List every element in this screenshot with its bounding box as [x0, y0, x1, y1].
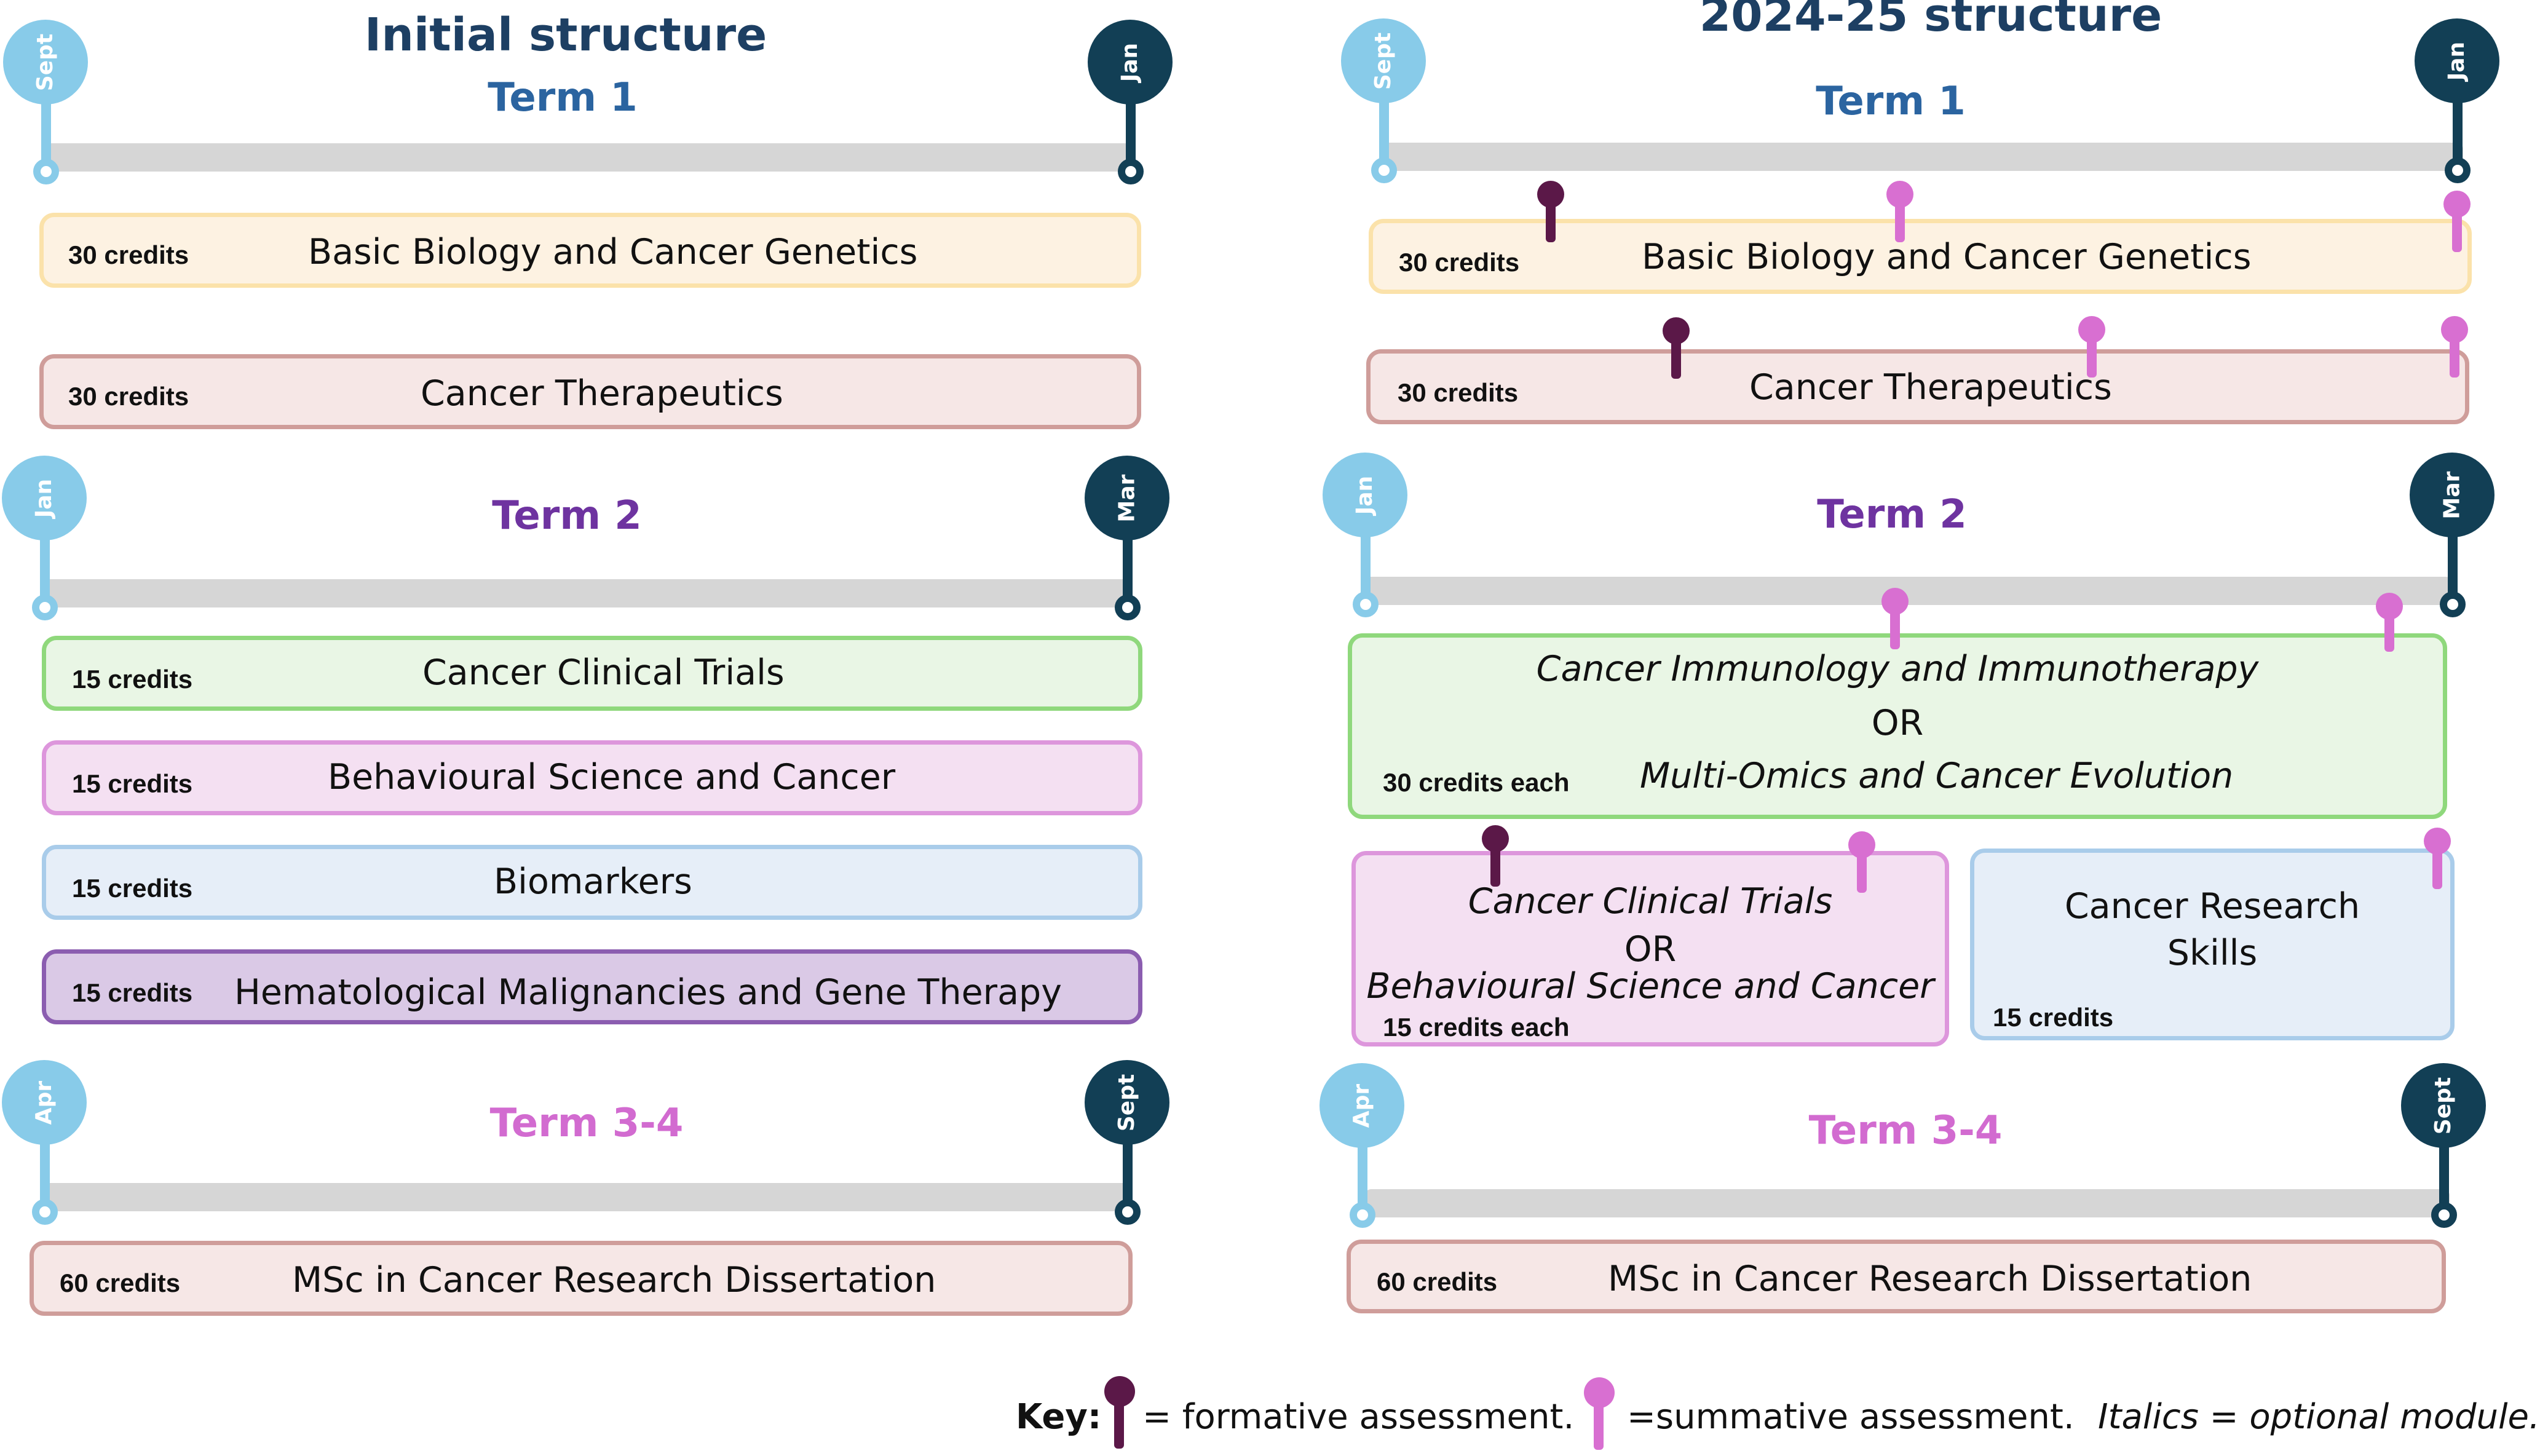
module-name: Basic Biology and Cancer Genetics	[308, 232, 918, 272]
optional-module-behavioural-science: Behavioural Science and Cancer	[1366, 966, 1934, 1007]
module-name: Biomarkers	[494, 861, 692, 902]
module-name-line1: Cancer Research	[2064, 886, 2360, 927]
module-credits: 15 credits	[72, 769, 193, 798]
optional-module-immunology: Cancer Immunology and Immunotherapy	[1536, 649, 2259, 689]
right-term3-end-label: Sept	[2431, 1077, 2456, 1134]
legend-summative-text: =summative assessment.	[1627, 1397, 2075, 1437]
right-term2-title: Term 2	[1817, 492, 1967, 537]
left-module-cancer-therapeutics: 30 credits Cancer Therapeutics	[39, 354, 1141, 429]
right-term3-start-label: Apr	[1349, 1083, 1375, 1128]
left-module-behavioural-science: 15 credits Behavioural Science and Cance…	[42, 740, 1142, 815]
summative-assessment-marker	[2078, 316, 2105, 378]
left-term1-start-label: Sept	[33, 33, 58, 91]
left-term2-start-label: Jan	[31, 478, 57, 518]
module-credits: 60 credits	[60, 1268, 181, 1297]
module-credits: 30 credits	[68, 382, 189, 411]
module-credits: 30 credits	[1399, 248, 1520, 277]
summative-assessment-marker	[2376, 593, 2403, 654]
module-name: Cancer Therapeutics	[1749, 367, 2112, 408]
left-module-biomarkers: 15 credits Biomarkers	[42, 845, 1142, 920]
right-module-research-skills: Cancer Research Skills 15 credits	[1970, 849, 2455, 1040]
right-term1-end-label: Jan	[2444, 41, 2470, 81]
right-term1-start-pin: Sept	[1340, 18, 1426, 183]
module-name: Cancer Therapeutics	[421, 373, 783, 414]
module-name: MSc in Cancer Research Dissertation	[292, 1260, 936, 1300]
left-term2-timeline	[43, 579, 1131, 607]
summative-assessment-marker	[1886, 181, 1913, 242]
right-term3-start-pin: Apr	[1319, 1063, 1405, 1228]
summative-assessment-marker	[1881, 588, 1909, 649]
module-name: MSc in Cancer Research Dissertation	[1608, 1259, 2252, 1299]
right-term1-start-label: Sept	[1371, 32, 1396, 90]
left-term1-timeline	[43, 143, 1131, 172]
right-structure-title: 2024-25 structure	[1699, 0, 2162, 42]
module-name: Cancer Clinical Trials	[422, 652, 785, 693]
left-module-clinical-trials: 15 credits Cancer Clinical Trials	[42, 636, 1142, 711]
right-term3-timeline	[1365, 1189, 2450, 1217]
left-term2-end-pin: Mar	[1084, 456, 1170, 620]
or-label: OR	[1624, 929, 1677, 970]
summative-assessment-marker	[1584, 1377, 1615, 1451]
optional-module-multi-omics: Multi-Omics and Cancer Evolution	[1640, 756, 2234, 796]
module-credits: 15 credits	[72, 874, 193, 903]
right-module-basic-biology: 30 credits Basic Biology and Cancer Gene…	[1369, 219, 2472, 294]
right-term1-title: Term 1	[1816, 79, 1966, 124]
left-term2-title: Term 2	[492, 493, 642, 539]
right-module-dissertation: 60 credits MSc in Cancer Research Disser…	[1347, 1240, 2446, 1313]
module-credits: 30 credits	[1398, 378, 1519, 407]
right-term2-start-pin: Jan	[1322, 453, 1408, 617]
left-term1-title: Term 1	[488, 75, 638, 121]
module-credits: 15 credits	[72, 665, 193, 694]
left-term3-timeline	[43, 1183, 1131, 1211]
left-structure-title: Initial structure	[364, 9, 767, 61]
or-label: OR	[1871, 703, 1924, 743]
left-term1-end-label: Jan	[1117, 42, 1143, 82]
left-term2-start-pin: Jan	[1, 456, 87, 620]
left-module-hematological: 15 credits Hematological Malignancies an…	[42, 949, 1142, 1024]
module-credits: 30 credits	[68, 240, 189, 269]
right-module-optional-15-credit: Cancer Clinical Trials OR Behavioural Sc…	[1351, 851, 1949, 1046]
summative-assessment-marker	[2441, 316, 2468, 378]
left-term3-end-label: Sept	[1114, 1074, 1140, 1131]
legend-key-label: Key:	[1016, 1397, 1102, 1437]
formative-assessment-marker	[1482, 825, 1509, 887]
legend-formative-text: = formative assessment.	[1142, 1397, 1575, 1437]
left-module-dissertation: 60 credits MSc in Cancer Research Disser…	[30, 1241, 1133, 1316]
formative-assessment-marker	[1663, 317, 1690, 379]
summative-assessment-marker	[1848, 831, 1875, 893]
left-term3-title: Term 3-4	[489, 1101, 684, 1146]
left-term1-start-pin: Sept	[2, 20, 89, 184]
module-name: Basic Biology and Cancer Genetics	[1642, 237, 2252, 277]
left-term3-start-pin: Apr	[1, 1060, 87, 1225]
module-credits: 60 credits	[1377, 1267, 1498, 1296]
right-term1-timeline	[1381, 143, 2463, 171]
right-term2-end-pin: Mar	[2409, 453, 2495, 617]
left-module-basic-biology: 30 credits Basic Biology and Cancer Gene…	[39, 213, 1141, 288]
formative-assessment-marker	[1104, 1376, 1135, 1450]
right-module-optional-30-credit: Cancer Immunology and Immunotherapy OR M…	[1348, 633, 2447, 819]
module-credits: 15 credits	[72, 978, 193, 1007]
module-credits: 15 credits each	[1383, 1013, 1570, 1042]
module-name-line2: Skills	[2167, 933, 2258, 973]
summative-assessment-marker	[2424, 828, 2451, 889]
module-credits: 15 credits	[1993, 1003, 2114, 1032]
left-term3-start-label: Apr	[31, 1080, 57, 1125]
legend-italics-text: Italics = optional module.	[2098, 1397, 2540, 1437]
right-term2-end-label: Mar	[2439, 471, 2465, 519]
summative-assessment-marker	[2443, 191, 2471, 252]
right-term1-end-pin: Jan	[2414, 18, 2500, 183]
right-term3-title: Term 3-4	[1808, 1108, 2003, 1153]
left-term3-end-pin: Sept	[1084, 1060, 1170, 1225]
left-term2-end-label: Mar	[1114, 474, 1140, 522]
module-credits: 30 credits each	[1383, 768, 1570, 797]
module-name: Behavioural Science and Cancer	[328, 757, 896, 797]
right-term2-start-label: Jan	[1352, 475, 1378, 515]
formative-assessment-marker	[1537, 181, 1564, 242]
right-module-cancer-therapeutics: 30 credits Cancer Therapeutics	[1366, 349, 2469, 424]
left-term1-end-pin: Jan	[1087, 20, 1173, 184]
optional-module-clinical-trials: Cancer Clinical Trials	[1468, 881, 1833, 922]
right-term3-end-pin: Sept	[2400, 1063, 2487, 1228]
module-name: Hematological Malignancies and Gene Ther…	[234, 972, 1062, 1013]
